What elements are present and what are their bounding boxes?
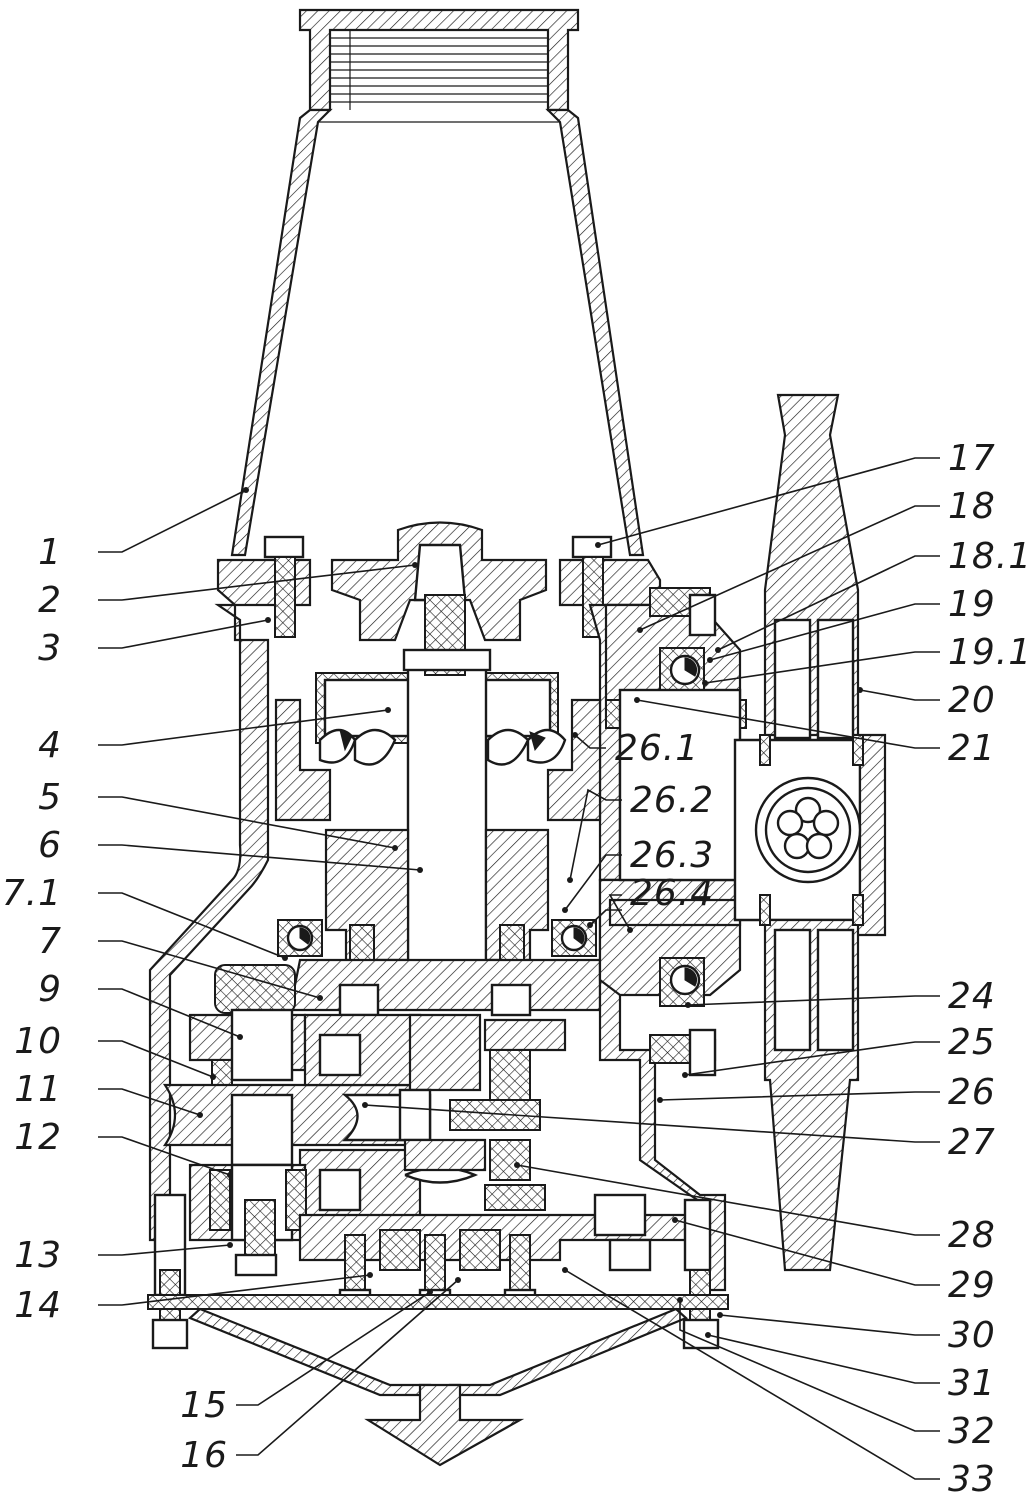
callout-21: 21	[948, 728, 996, 769]
callout-26-2: 26.2	[630, 780, 714, 821]
callout-24: 24	[948, 976, 996, 1017]
callout-19-1: 19.1	[948, 632, 1032, 673]
callout-27: 27	[948, 1122, 996, 1163]
callout-25: 25	[948, 1022, 996, 1063]
bearing-left	[277, 919, 323, 957]
callout-4: 4	[38, 725, 62, 766]
callout-33: 33	[948, 1459, 996, 1494]
callout-16: 16	[180, 1435, 228, 1476]
callout-26-1: 26.1	[615, 728, 699, 769]
neck-threads	[330, 30, 548, 110]
callout-7-1: 7.1	[2, 873, 62, 914]
callout-1: 1	[38, 532, 62, 573]
cross-shaft-housing	[733, 733, 887, 937]
callouts-left	[98, 487, 461, 1456]
callout-6: 6	[38, 825, 62, 866]
callout-13: 13	[14, 1235, 62, 1276]
callout-19: 19	[948, 584, 996, 625]
side-motor	[598, 587, 747, 1077]
callout-15: 15	[180, 1385, 228, 1426]
callout-2: 2	[38, 580, 62, 621]
bolt-left	[263, 535, 305, 638]
callout-32: 32	[948, 1411, 996, 1452]
callout-18-1: 18.1	[948, 536, 1032, 577]
central-shaft	[402, 594, 492, 1009]
callout-11: 11	[14, 1069, 62, 1110]
callout-9: 9	[38, 969, 62, 1010]
callout-3: 3	[38, 628, 62, 669]
callout-26-3: 26.3	[630, 835, 714, 876]
gear-housing	[162, 958, 602, 1232]
lower-left-leg	[151, 1193, 189, 1350]
callout-10: 10	[14, 1021, 62, 1062]
hopper-cone	[230, 8, 645, 557]
callout-12: 12	[14, 1117, 62, 1158]
bottom-flange	[147, 1294, 729, 1467]
callout-31: 31	[948, 1363, 996, 1404]
callout-18: 18	[948, 486, 996, 527]
callout-29: 29	[948, 1265, 996, 1306]
lower-left-shaft	[188, 1163, 307, 1277]
callouts-right	[362, 457, 940, 1480]
callout-26: 26	[948, 1072, 996, 1113]
callout-14: 14	[14, 1285, 62, 1326]
callout-7: 7	[38, 921, 62, 962]
callout-17: 17	[948, 438, 996, 479]
callout-20: 20	[948, 680, 996, 721]
callout-28: 28	[948, 1215, 996, 1256]
callout-30: 30	[948, 1315, 996, 1356]
callout-5: 5	[38, 777, 62, 818]
callout-26-4: 26.4	[630, 873, 714, 914]
